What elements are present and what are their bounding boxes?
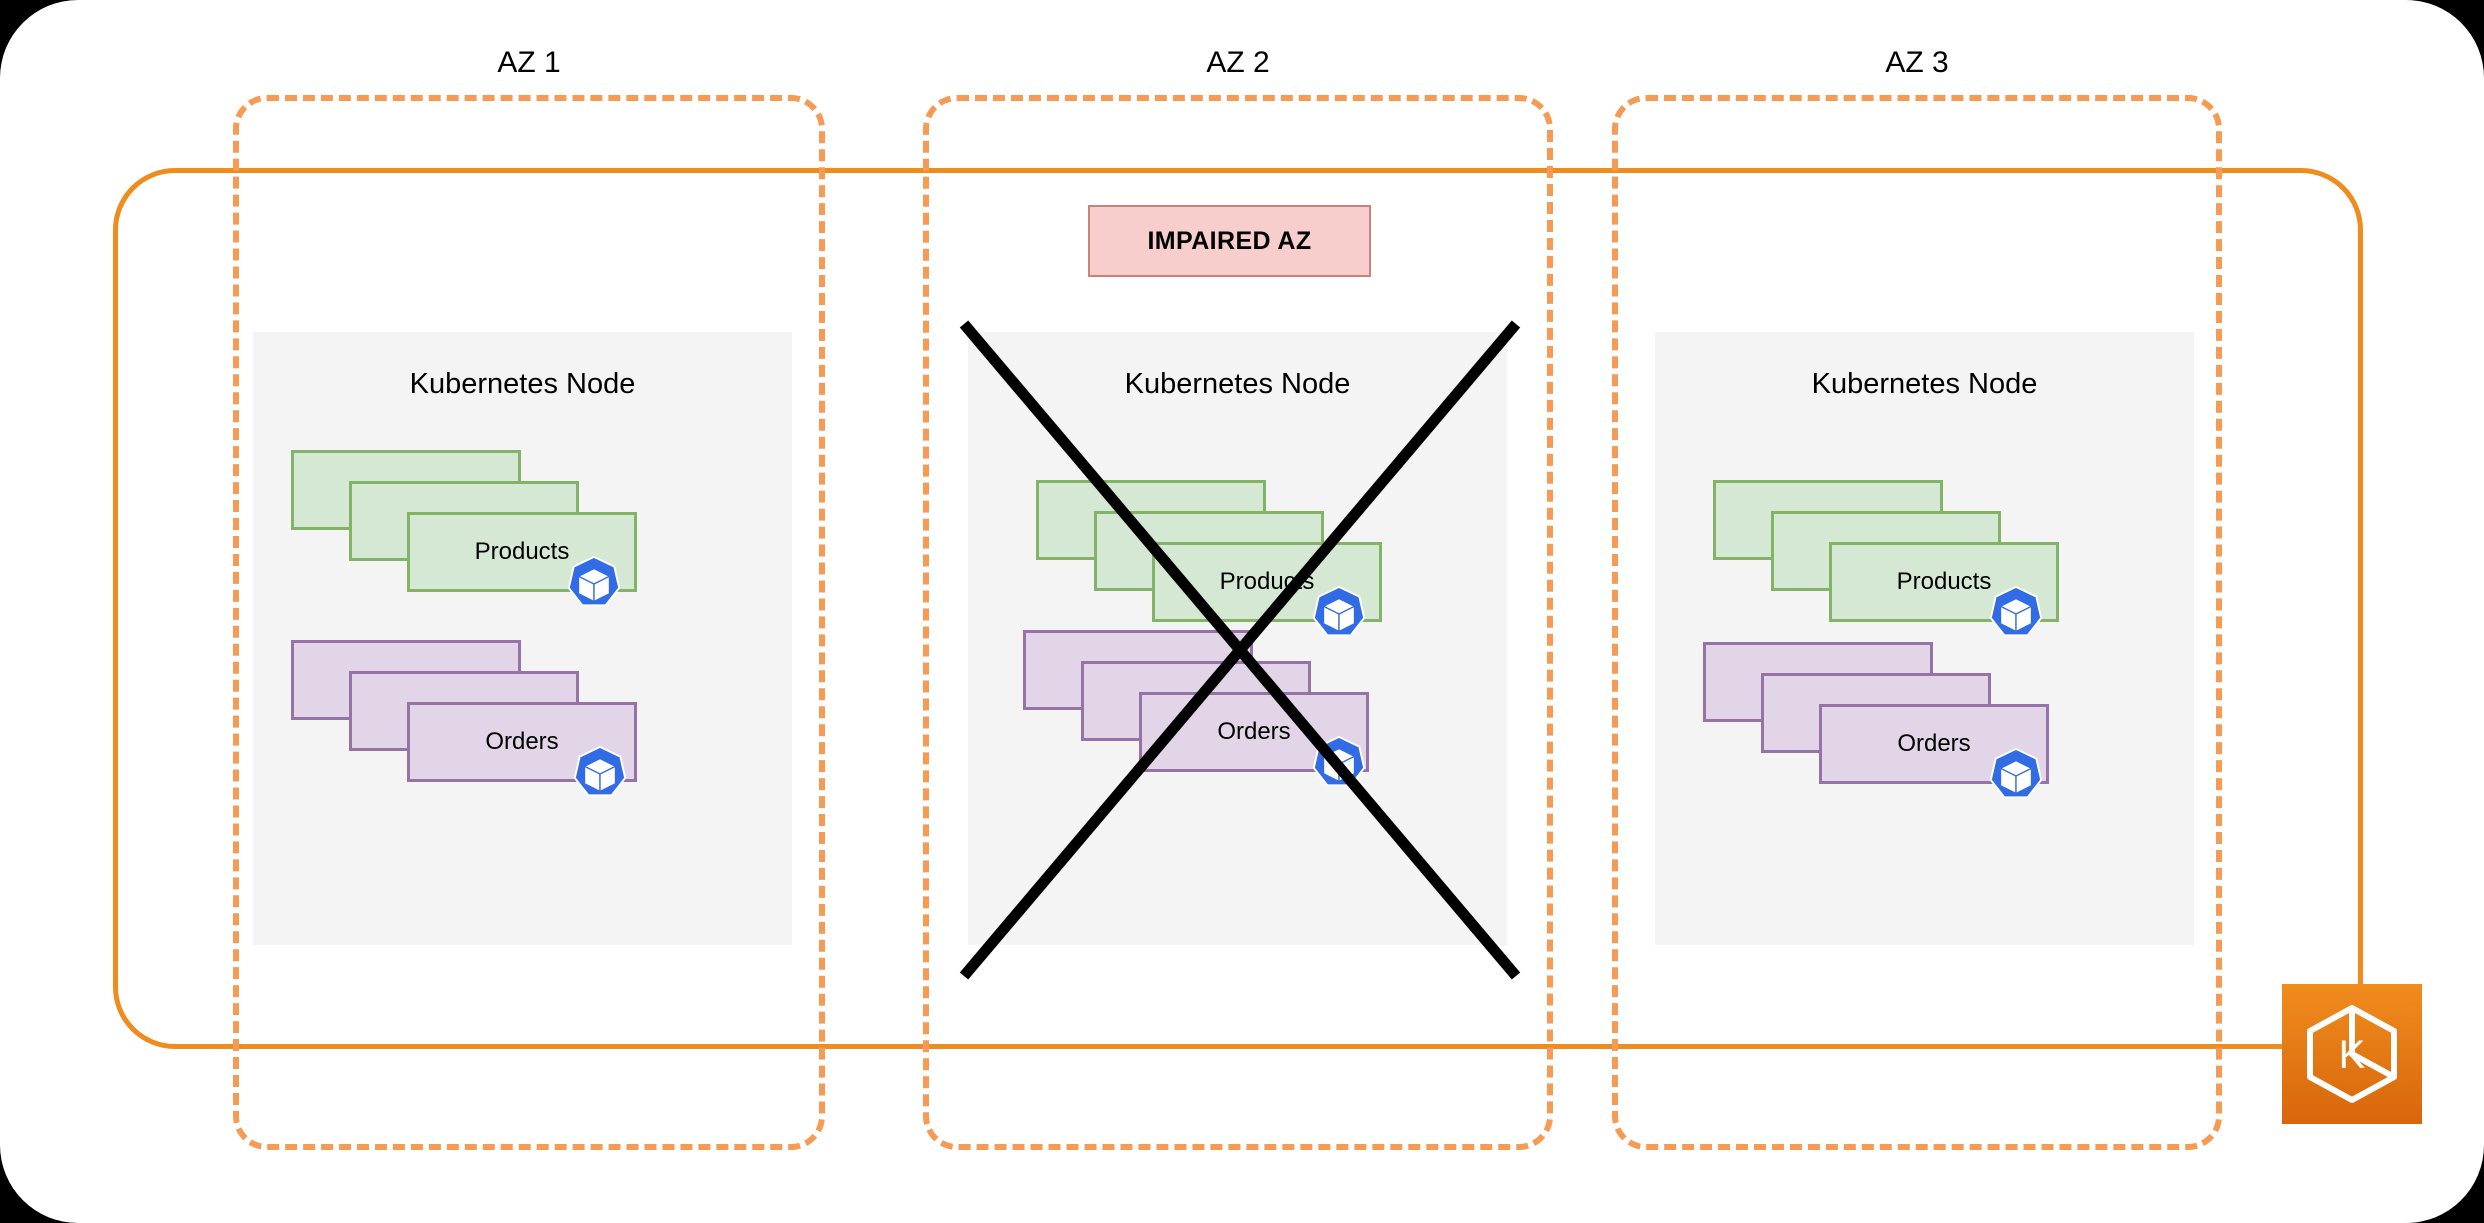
kubernetes-icon (1308, 585, 1370, 647)
az-label-1: AZ 1 (497, 46, 561, 79)
kubernetes-node-az1: Kubernetes Node Products Orders (253, 332, 792, 945)
kubernetes-node-az2: Kubernetes Node Products Orders (968, 332, 1507, 945)
pod-replica-front: Orders (1819, 704, 2049, 784)
pod-label-orders-az3: Orders (1897, 730, 1971, 757)
pod-label-orders-az1: Orders (485, 728, 559, 755)
pod-stack-products-az3: Products (1713, 480, 2059, 637)
impaired-az-badge: IMPAIRED AZ (1088, 205, 1371, 277)
kubernetes-icon (569, 745, 631, 807)
node-title-az3: Kubernetes Node (1811, 368, 2038, 400)
pod-stack-products-az2: Products (1036, 480, 1382, 637)
pod-label-products-az2: Products (1219, 568, 1315, 595)
pod-label-products-az1: Products (474, 538, 570, 565)
az-boundary-1 (233, 95, 825, 1150)
pod-stack-orders-az2: Orders (1023, 630, 1369, 787)
pod-label-products-az3: Products (1896, 568, 1992, 595)
node-title-az1: Kubernetes Node (409, 368, 636, 400)
pod-stack-orders-az1: Orders (291, 640, 637, 797)
kubernetes-icon (1985, 747, 2047, 809)
pod-replica-front: Products (407, 512, 637, 592)
pod-label-orders-az2: Orders (1217, 718, 1291, 745)
kubernetes-icon (1985, 585, 2047, 647)
node-title-az2: Kubernetes Node (1124, 368, 1351, 400)
kubernetes-icon (1308, 735, 1370, 797)
svg-text:K: K (2339, 1033, 2366, 1077)
az-boundary-2 (923, 95, 1553, 1150)
aws-eks-icon: K (2282, 984, 2422, 1124)
az-label-3: AZ 3 (1885, 46, 1949, 79)
az-label-2: AZ 2 (1206, 46, 1270, 79)
az-boundary-3 (1612, 95, 2222, 1150)
pod-stack-orders-az3: Orders (1703, 642, 2049, 799)
kubernetes-node-az3: Kubernetes Node Products Orders (1655, 332, 2194, 945)
eks-cluster-boundary (113, 168, 2363, 1049)
pod-replica-front: Products (1829, 542, 2059, 622)
kubernetes-icon (563, 555, 625, 617)
pod-stack-products-az1: Products (291, 450, 637, 607)
